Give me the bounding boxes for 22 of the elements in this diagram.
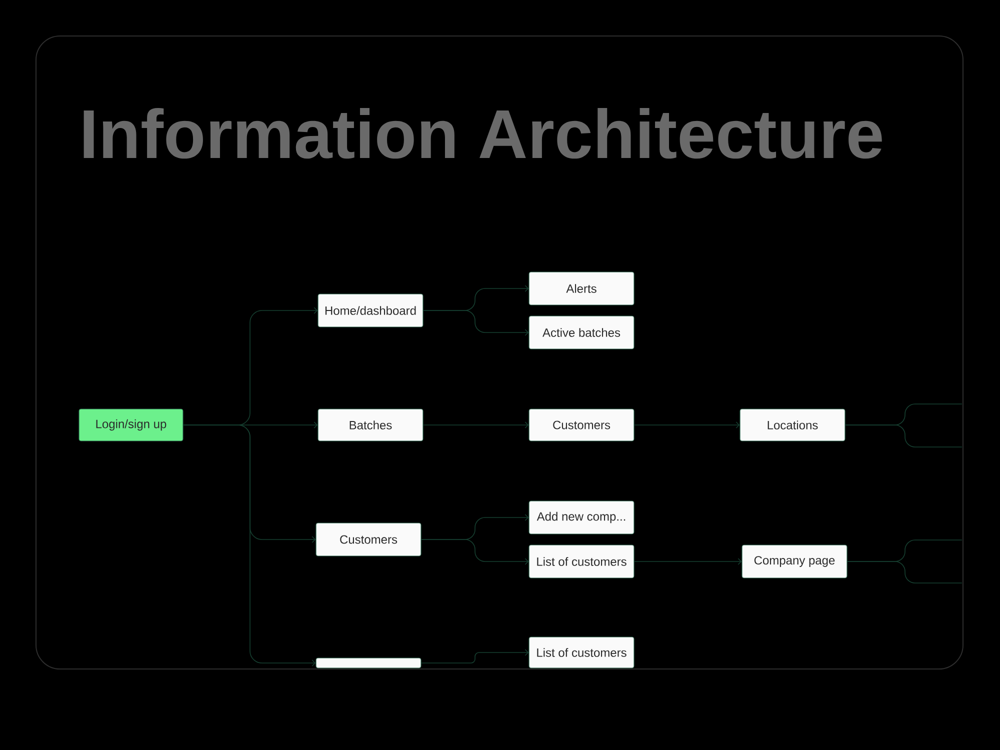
process-box: Locations — [740, 408, 846, 442]
process-box: Customers — [528, 408, 634, 442]
arrow — [420, 539, 529, 565]
connector-line — [844, 424, 962, 448]
process-box: List of customers — [528, 636, 634, 668]
process-box: List of customers — [528, 544, 634, 578]
process-box: Active batches — [528, 316, 634, 350]
process-box: Home/dashboard — [318, 294, 424, 328]
connector-line — [846, 561, 962, 584]
arrow — [634, 422, 740, 428]
process-box: Alerts — [528, 272, 634, 306]
start-box: Login/sign up — [78, 408, 184, 442]
arrow — [634, 558, 742, 565]
process-box: Company page — [742, 544, 848, 578]
title: Information Architecture — [84, 108, 882, 159]
arrow — [422, 422, 529, 428]
process-box: Batches — [318, 408, 424, 442]
arrow — [420, 649, 529, 664]
process-box: Customers — [316, 522, 422, 556]
box — [316, 658, 422, 668]
process-box: Add new comp... — [528, 500, 634, 534]
arrow — [422, 310, 529, 336]
